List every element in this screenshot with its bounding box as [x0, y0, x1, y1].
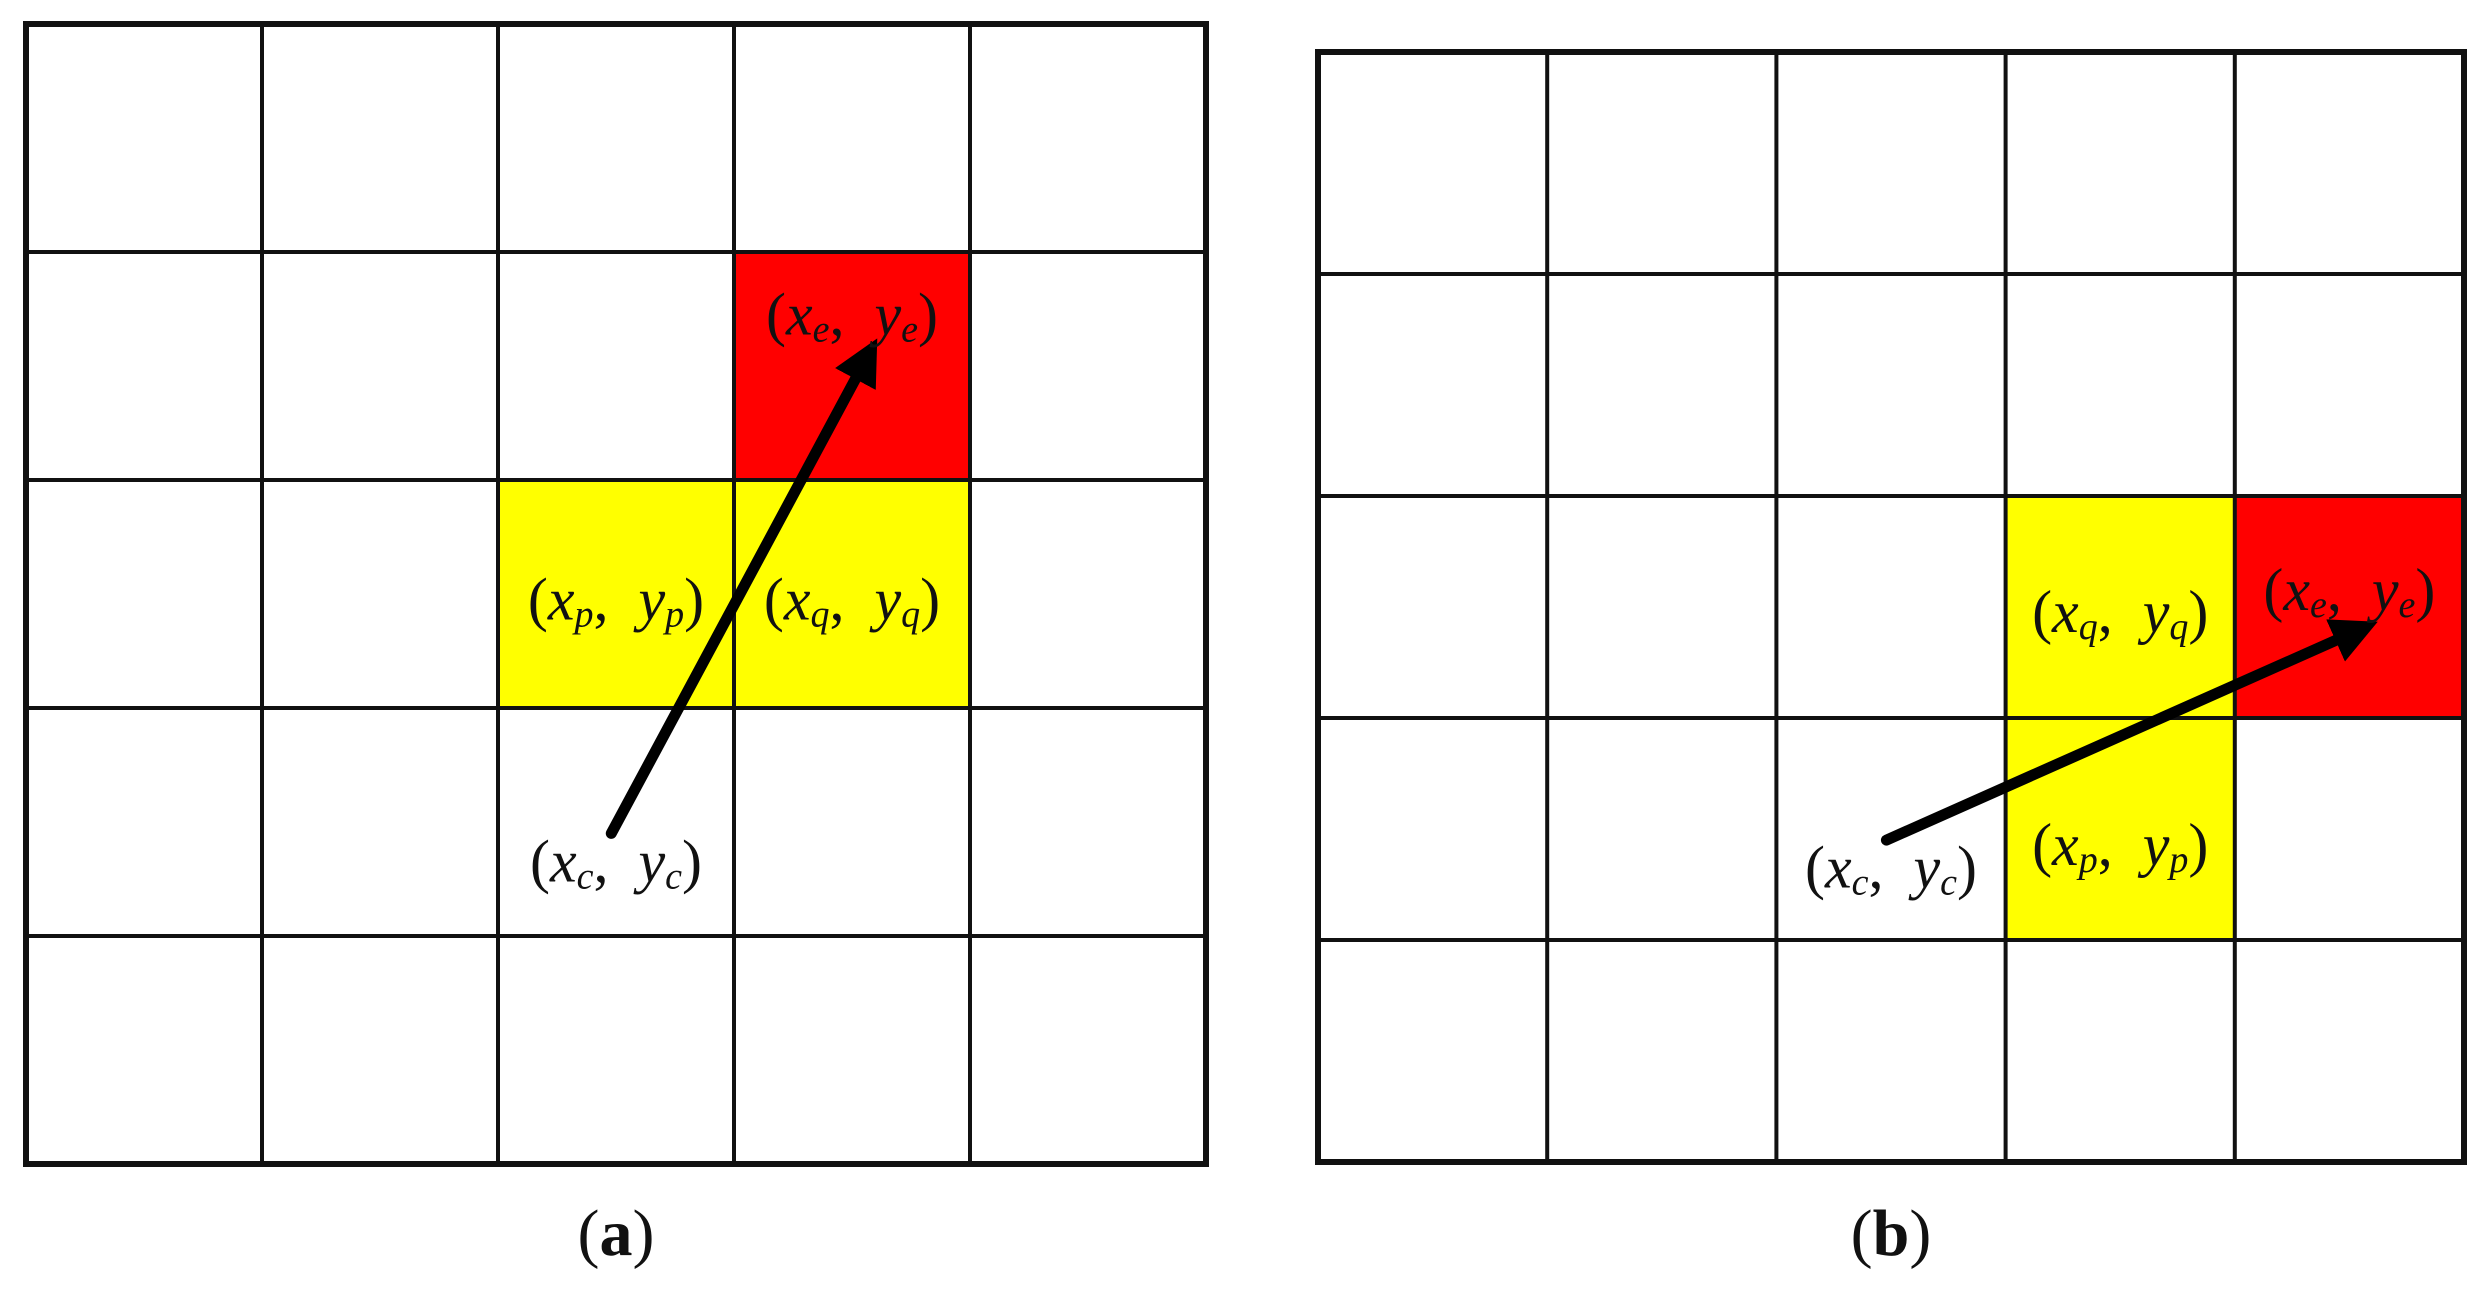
endpoint-cell: [2234, 496, 2464, 718]
panel-a: (xe, ye) (xp, yp) (xq, yq) (xc, yc) (a): [23, 21, 1209, 1270]
panel-caption-a: (a): [578, 1197, 655, 1270]
neighbor-cell: [2005, 718, 2235, 940]
neighbor-cell: [734, 480, 970, 708]
coord-label-xc-yc: (xc, yc): [530, 828, 702, 897]
neighbor-cell: [2005, 496, 2235, 718]
coord-label-xe-ye: (xe, ye): [2263, 557, 2435, 626]
coord-label-xp-yp: (xp, yp): [528, 566, 704, 635]
coord-label-xp-yp: (xp, yp): [2032, 812, 2208, 881]
grid-frame: [1315, 49, 2467, 1165]
coord-label-xc-yc: (xc, yc): [1805, 834, 1977, 903]
panel-caption-b: (b): [1851, 1197, 1932, 1270]
coord-label-xe-ye: (xe, ye): [766, 281, 938, 350]
coord-label-xq-yq: (xq, yq): [2032, 579, 2208, 648]
direction-arrow: [1880, 619, 2378, 846]
coord-label-xq-yq: (xq, yq): [764, 566, 940, 635]
panel-b: (xe, ye) (xq, yq) (xp, yp) (xc, yc) (b): [1315, 49, 2467, 1270]
grid-frame: [23, 21, 1209, 1167]
direction-arrow: [605, 338, 878, 839]
